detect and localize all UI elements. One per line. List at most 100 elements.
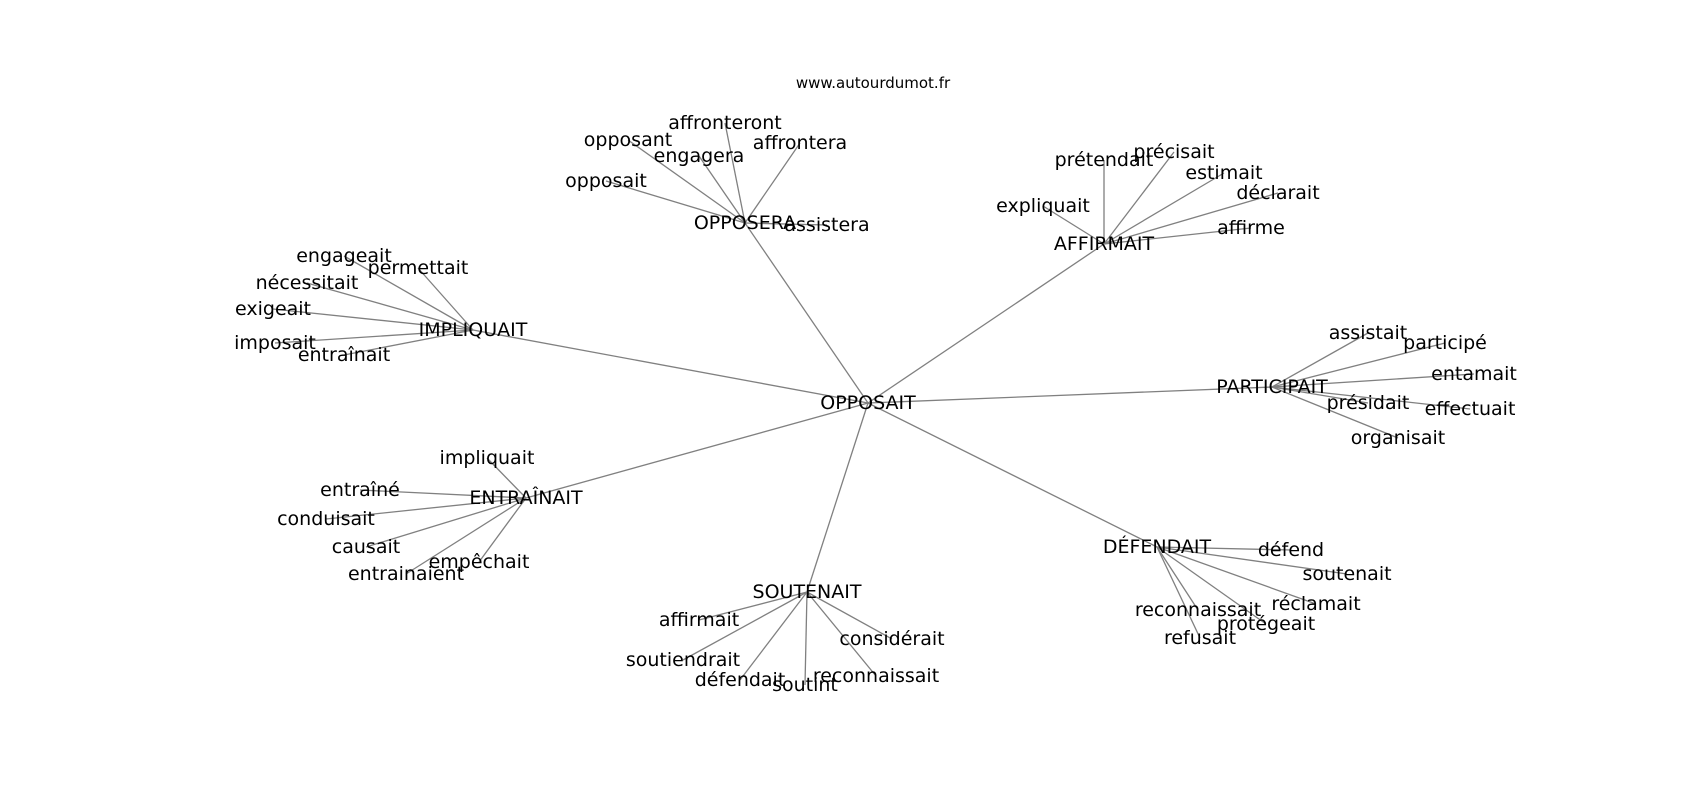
edge <box>867 243 1105 404</box>
edge <box>325 497 527 520</box>
edge <box>1271 386 1471 410</box>
edge <box>806 402 869 593</box>
edge <box>274 329 474 344</box>
edge <box>744 222 869 404</box>
edge <box>306 282 474 331</box>
leaf-word[interactable]: organisait <box>1351 427 1445 449</box>
hub-word[interactable]: OPPOSERA <box>694 212 796 234</box>
leaf-word[interactable]: refusait <box>1164 627 1236 649</box>
edge <box>343 255 474 331</box>
hub-word[interactable]: DÉFENDAIT <box>1103 535 1212 558</box>
edge <box>343 329 474 356</box>
edge <box>744 142 801 224</box>
leaf-word[interactable]: défend <box>1258 539 1324 561</box>
edge <box>806 591 893 640</box>
leaf-word[interactable]: assistera <box>784 214 869 236</box>
edge <box>1103 227 1252 245</box>
leaf-word[interactable]: estimait <box>1185 162 1262 184</box>
edge <box>1271 386 1369 404</box>
leaf-word[interactable]: effectuait <box>1425 398 1516 420</box>
leaf-word[interactable]: entamait <box>1431 363 1517 385</box>
leaf-word[interactable]: réclamait <box>1271 593 1360 615</box>
leaf-word[interactable]: opposant <box>584 129 672 151</box>
edge <box>804 591 808 686</box>
edge <box>1156 546 1201 639</box>
edge <box>525 402 869 499</box>
leaf-word[interactable]: participé <box>1403 332 1487 354</box>
leaf-word[interactable]: nécessitait <box>256 272 359 294</box>
edge <box>605 180 746 224</box>
leaf-word[interactable]: soutenait <box>1302 563 1391 585</box>
edge <box>1271 386 1399 439</box>
leaf-word[interactable]: soutiendrait <box>626 649 740 671</box>
leaf-word[interactable]: prétendait <box>1055 149 1154 171</box>
leaf-word[interactable]: présidait <box>1327 392 1410 414</box>
edge <box>744 222 828 226</box>
hub-word[interactable]: ENTRAÎNAIT <box>469 486 583 509</box>
edge <box>698 591 808 621</box>
leaf-word[interactable]: affronteront <box>668 112 781 134</box>
edge <box>1103 192 1279 245</box>
edge <box>1156 546 1199 611</box>
site-credit[interactable]: www.autourdumot.fr <box>796 74 951 92</box>
hub-word[interactable]: IMPLIQUAIT <box>419 319 528 341</box>
leaf-word[interactable]: assistait <box>1329 322 1407 344</box>
edge <box>486 457 527 499</box>
edge <box>1156 546 1292 551</box>
edge <box>867 402 1158 548</box>
edge <box>627 139 746 224</box>
leaf-word[interactable]: reconnaissait <box>1135 599 1261 621</box>
leaf-word[interactable]: affirmait <box>659 609 739 631</box>
leaf-word[interactable]: imposait <box>234 332 316 354</box>
leaf-word[interactable]: reconnaissait <box>813 665 939 687</box>
leaf-word[interactable]: entraîné <box>320 479 400 501</box>
leaf-word[interactable]: impliquait <box>440 447 535 469</box>
leaf-word[interactable]: engagera <box>654 145 745 167</box>
edge <box>1271 373 1475 388</box>
edge <box>682 591 808 661</box>
center-word[interactable]: OPPOSAIT <box>820 392 916 414</box>
edge <box>405 497 527 575</box>
leaf-word[interactable]: conduisait <box>277 508 375 530</box>
leaf-word[interactable]: engageait <box>296 245 392 267</box>
hub-word[interactable]: SOUTENAIT <box>753 581 862 603</box>
edge <box>1042 205 1105 245</box>
edge <box>1271 342 1446 388</box>
edge <box>1103 151 1175 245</box>
leaf-word[interactable]: empêchait <box>429 551 530 573</box>
word-labels: OPPOSAITOPPOSERAaffronterontopposantenga… <box>234 112 1517 696</box>
leaf-word[interactable]: opposait <box>565 170 647 192</box>
edge <box>417 267 474 331</box>
leaf-word[interactable]: affirme <box>1217 217 1285 239</box>
edge <box>739 591 808 681</box>
leaf-word[interactable]: considérait <box>839 628 944 650</box>
leaf-word[interactable]: permettait <box>368 257 469 279</box>
edge <box>724 122 746 224</box>
edge <box>1103 172 1225 245</box>
edge <box>806 591 877 677</box>
edge <box>1156 546 1317 605</box>
leaf-word[interactable]: soutint <box>772 674 838 696</box>
leaf-word[interactable]: affrontera <box>753 132 847 154</box>
leaf-word[interactable]: déclarait <box>1236 182 1319 204</box>
hub-word[interactable]: PARTICIPAIT <box>1216 376 1328 398</box>
edges <box>272 122 1475 686</box>
leaf-word[interactable]: expliquait <box>996 195 1090 217</box>
edge <box>698 155 746 224</box>
leaf-word[interactable]: exigeait <box>235 298 311 320</box>
leaf-word[interactable]: entraînait <box>298 344 390 366</box>
edge <box>359 489 527 499</box>
leaf-word[interactable]: protégeait <box>1217 613 1315 635</box>
edge <box>478 497 527 563</box>
edge <box>1156 546 1348 575</box>
edge <box>867 386 1273 404</box>
edge <box>1156 546 1267 625</box>
leaf-word[interactable]: entrainaient <box>348 563 464 585</box>
leaf-word[interactable]: causait <box>332 536 400 558</box>
hub-word[interactable]: AFFIRMAIT <box>1054 233 1155 255</box>
edge <box>1271 332 1369 388</box>
edge <box>472 329 869 404</box>
leaf-word[interactable]: précisait <box>1133 141 1214 163</box>
edge <box>365 497 527 548</box>
leaf-word[interactable]: défendait <box>695 669 786 691</box>
